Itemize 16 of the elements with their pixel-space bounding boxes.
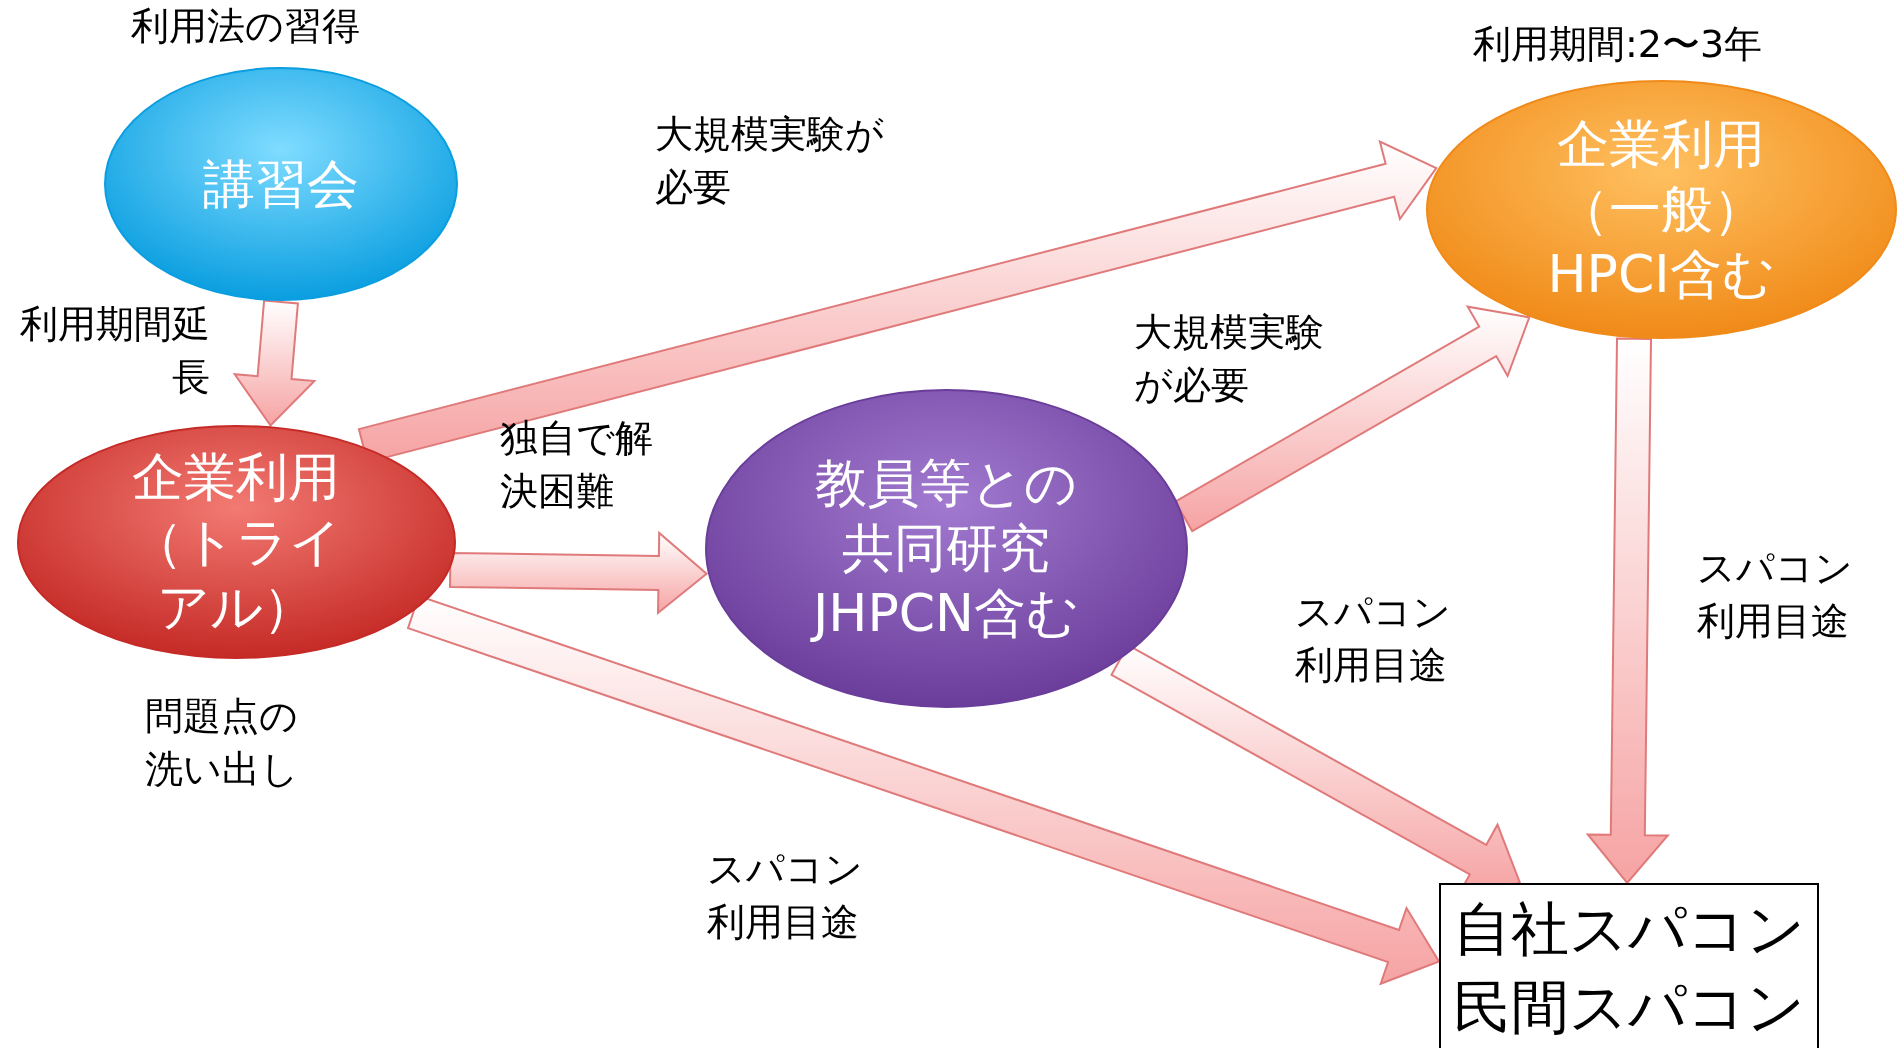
text-box: 自社スパコン民間スパコン: [1439, 883, 1819, 1048]
edge-label: 利用期間延長: [19, 301, 210, 402]
edge-label: スパコン利用目途: [1697, 545, 1854, 646]
process-ellipse: 企業利用（トライアル）: [15, 424, 457, 660]
caption-text: 利用期間:2〜3年: [1473, 21, 1764, 68]
caption-text: 問題点の洗い出し: [145, 693, 300, 794]
caption-text: 利用法の習得: [131, 3, 361, 50]
edge-label: スパコン利用目途: [1295, 589, 1452, 690]
block-arrow: [1585, 337, 1670, 885]
edge-label: 大規模実験が必要: [655, 111, 885, 212]
block-arrow: [449, 530, 709, 616]
edge-label: スパコン利用目途: [707, 846, 864, 947]
process-ellipse: 講習会: [103, 66, 459, 302]
block-arrow: [232, 299, 317, 428]
edge-label: 独自で解決困難: [500, 415, 654, 516]
process-ellipse: 企業利用（一般）HPCI含む: [1424, 78, 1898, 340]
